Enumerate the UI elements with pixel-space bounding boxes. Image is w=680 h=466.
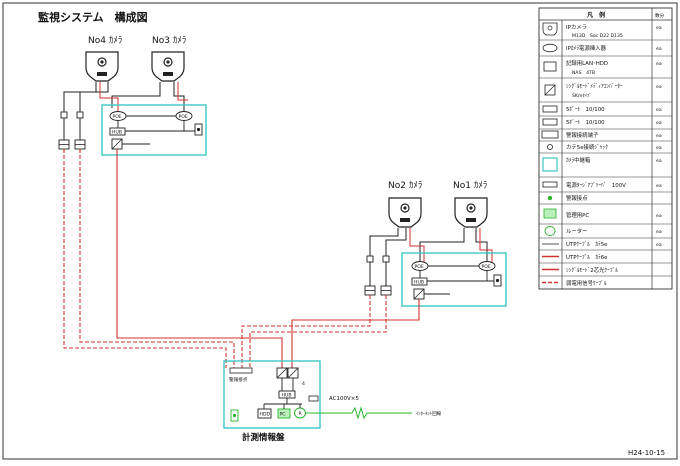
legend-header-qty: 数分	[655, 12, 665, 19]
hub-label: HUB	[112, 130, 122, 136]
legend-row-qty: ea	[656, 230, 662, 235]
hub-icon	[411, 277, 428, 286]
power-label: AC100V×5	[329, 396, 359, 402]
alarm-terminal-icon	[541, 130, 559, 139]
hub-label: HUB	[282, 393, 292, 399]
legend-table: 凡 例 数分	[538, 7, 673, 290]
hdd-icon	[257, 408, 272, 419]
camera-no1-label: No1 ｶﾒﾗ	[453, 180, 487, 191]
legend-row-text: 記録用LAN･HDD	[566, 59, 608, 67]
hub-label: HUB	[414, 280, 424, 286]
legend-row-qty: ea	[656, 159, 662, 164]
legend-row-qty: ea	[656, 85, 662, 90]
legend-row-qty: ea	[656, 26, 662, 31]
legend-row-text: IPカメラ	[566, 24, 587, 31]
page-title: 監視システム 構成図	[38, 10, 148, 24]
poe-injector-icon	[542, 43, 558, 53]
relay-box-top-devices: POE POE HUB	[109, 111, 203, 150]
legend-row-qty: ea	[656, 134, 662, 139]
relay-box-right-devices: POE POE HUB	[411, 261, 502, 300]
legend-row-text: UTPｹｰﾌﾞﾙ ｶﾃ5e	[566, 241, 608, 248]
legend-row-text: ｶﾒﾗ中継箱	[566, 156, 591, 164]
legend-row-text: ルーター	[566, 227, 588, 235]
legend-symbols	[541, 22, 559, 284]
legend-row-qty: ea	[656, 62, 662, 67]
panel-name: 計測情報盤	[242, 432, 285, 443]
poe-label: POE	[179, 114, 188, 120]
camera-no1: No1 ｶﾒﾗ	[453, 180, 488, 228]
jack-icon	[547, 144, 553, 150]
legend-row-lines	[539, 39, 672, 277]
legend-row-qty: ea	[656, 108, 662, 113]
legend-row-qty: ea	[656, 243, 662, 248]
legend-header: 凡 例	[586, 11, 605, 19]
top-camera-cables	[63, 82, 188, 112]
camera-no2: No2 ｶﾒﾗ	[388, 180, 422, 228]
relay-box-right	[401, 252, 507, 307]
router-label: R	[299, 411, 303, 417]
camera-no4: No4 ｶﾒﾗ	[85, 35, 122, 82]
camera-no2-label: No2 ｶﾒﾗ	[388, 180, 422, 191]
surge-absorber-icon	[542, 181, 558, 188]
internet-line: ｲﾝﾀｰﾈｯﾄ回線	[330, 406, 442, 420]
legend-row-qty: ea	[656, 47, 662, 52]
trunk-cables	[63, 149, 420, 368]
legend-row-text: ｼﾝｸﾞﾙﾓｰﾄﾞ2芯光ｹｰﾌﾞﾙ	[566, 266, 618, 274]
control-panel-box	[223, 360, 321, 429]
management-pc-icon	[543, 208, 557, 219]
legend-row-text: 5ﾎﾟｰﾄ 10/100	[566, 119, 605, 126]
alarm-terminal-label: 警報接点	[229, 376, 248, 383]
left-jacks	[58, 111, 86, 150]
legend-row-text: ｼﾝｸﾞﾙﾓｰﾄﾞﾒﾃﾞｨｱｺﾝﾊﾞｰﾀｰ	[566, 83, 623, 90]
legend-row-qty: ea	[656, 214, 662, 219]
legend-texts: IPカメラ M13D Sec D22 D135 ea IPｶﾒﾗ電源挿入器 ea…	[566, 24, 662, 287]
legend-row-sub: SKmﾀｲﾌﾟ	[572, 92, 592, 99]
page-border	[2, 2, 678, 460]
router-icon	[544, 226, 556, 236]
poe-label: POE	[415, 264, 424, 270]
pc-label: PC	[280, 412, 286, 418]
legend-row-sub: NAS 4TB	[572, 70, 595, 76]
alarm-terminal-icon	[229, 367, 253, 374]
camera-icon	[542, 22, 558, 36]
control-panel-devices: 警報接点 HUB 4 AC100V×5 HDD PC R	[229, 367, 359, 422]
legend-row-text: 5ﾎﾟｰﾄ 10/100	[566, 106, 605, 113]
alarm-point-icon	[547, 195, 553, 201]
legend-row-sub: M13D Sec D22 D135	[572, 33, 623, 39]
legend-row-qty: ea	[656, 146, 662, 151]
legend-row-text: UTPｹｰﾌﾞﾙ ｶﾃ6e	[566, 254, 608, 261]
camera-no4-label: No4 ｶﾒﾗ	[88, 35, 122, 46]
hub-icon	[542, 105, 558, 113]
relay-box-top	[101, 104, 207, 156]
legend-row-text: 警報接点	[566, 194, 588, 202]
drawing-date: H24-10-15	[628, 449, 665, 457]
legend-row-qty: ea	[656, 121, 662, 126]
hub-icon	[542, 118, 558, 126]
camera-no3: No3 ｶﾒﾗ	[151, 35, 186, 82]
legend-row-text: 管理用PC	[566, 211, 589, 219]
poe-label: POE	[482, 264, 491, 270]
hdd-label: HDD	[260, 412, 271, 418]
hdd-icon	[543, 61, 557, 72]
surge-absorber-icon	[308, 395, 319, 402]
legend-row-qty: ea	[656, 184, 662, 189]
legend-row-text: 警報接続端子	[566, 131, 599, 139]
legend-row-text: IPｶﾒﾗ電源挿入器	[566, 44, 606, 52]
poe-label: POE	[113, 114, 122, 120]
legend-row-text: カテ5e接続ｼﾞｬｯｸ	[566, 143, 608, 151]
right-camera-cables	[369, 228, 493, 262]
panel-count-label: 4	[302, 381, 305, 387]
camera-no3-label: No3 ｶﾒﾗ	[152, 35, 186, 46]
right-jacks	[364, 255, 392, 296]
legend-row-text: 電源ﾀｰｼﾞｱﾌﾞｿｰﾊﾞ 100V	[566, 181, 626, 189]
relay-box-icon	[542, 157, 558, 172]
legend-row-text: 弱電用信号ｹｰﾌﾞﾙ	[566, 279, 607, 287]
hub-icon	[109, 127, 126, 136]
internet-label: ｲﾝﾀｰﾈｯﾄ回線	[416, 410, 442, 417]
